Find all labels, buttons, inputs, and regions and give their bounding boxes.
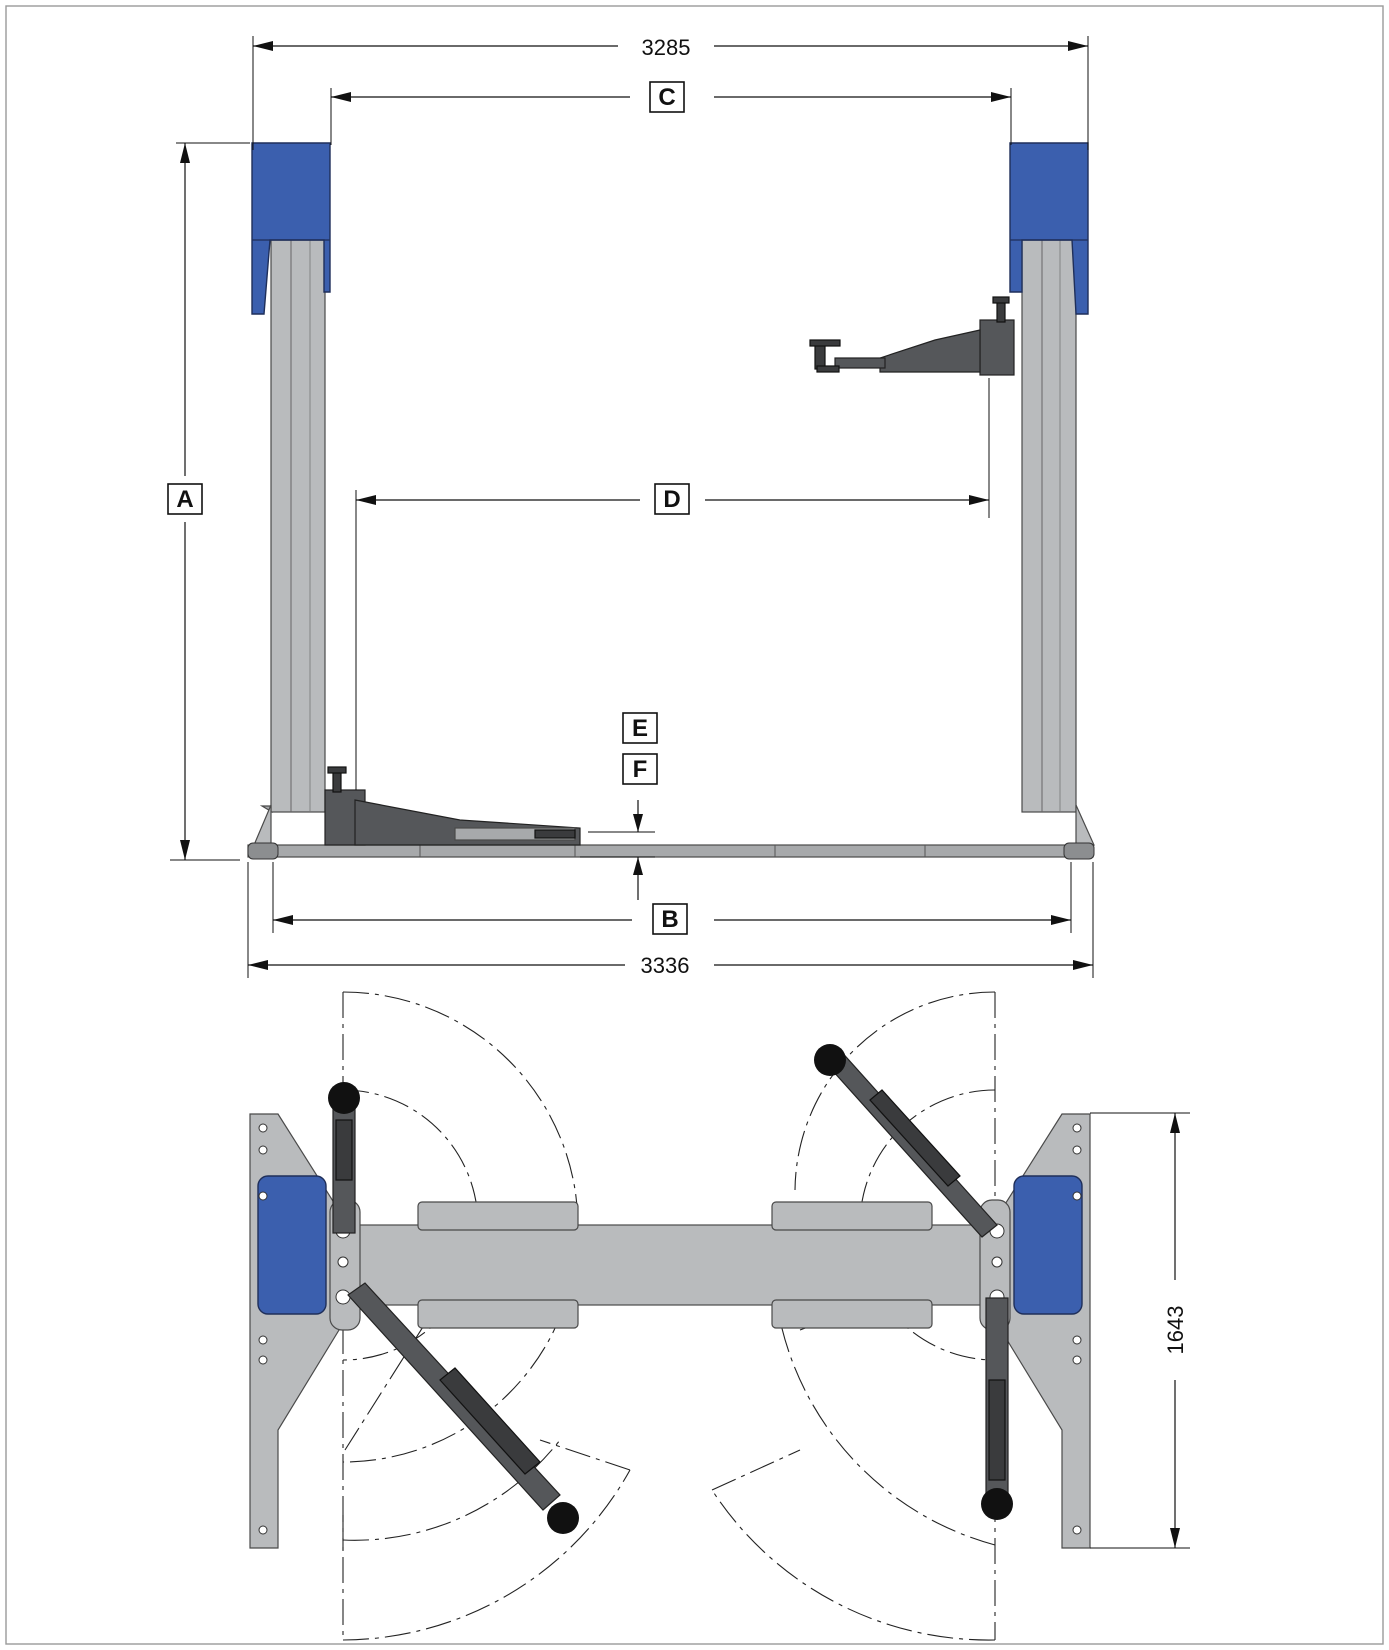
dimension-3285: 3285 (252, 35, 1089, 150)
left-motor-top (257, 1175, 327, 1315)
label-a: A (176, 486, 193, 513)
left-arms (328, 1082, 579, 1534)
width-bottom-value: 3336 (641, 953, 690, 978)
dimension-e-f: E F (580, 712, 658, 900)
right-arms (814, 1044, 1013, 1520)
dimension-c: C (330, 81, 1012, 145)
left-column (251, 142, 331, 846)
left-column-plate (249, 1113, 361, 1549)
lowered-arm (324, 766, 581, 846)
dimension-d: D (355, 378, 990, 790)
drawing-frame (5, 5, 1384, 1645)
raised-arm (809, 296, 1015, 376)
label-d: D (663, 486, 680, 513)
right-motor-top (1013, 1175, 1083, 1315)
right-column-plate (979, 1113, 1091, 1549)
label-e: E (632, 715, 648, 742)
top-view: 1643 (249, 991, 1190, 1641)
runway (354, 1201, 991, 1329)
width-top-value: 3285 (642, 35, 691, 60)
arm-pad (547, 1502, 579, 1534)
front-view: 3285 C A (167, 35, 1095, 978)
arm-pad (814, 1044, 846, 1076)
dimension-a: A (167, 142, 250, 861)
label-f: F (633, 756, 648, 783)
dimension-b: B (272, 862, 1072, 935)
arm-pad (981, 1488, 1013, 1520)
label-b: B (661, 906, 678, 933)
arm-pad (328, 1082, 360, 1114)
depth-value: 1643 (1163, 1306, 1188, 1355)
right-column (1009, 142, 1095, 846)
label-c: C (658, 84, 675, 111)
dimension-1643: 1643 (1090, 1112, 1190, 1549)
dimension-3336: 3336 (247, 862, 1094, 978)
base-plate (247, 842, 1095, 860)
